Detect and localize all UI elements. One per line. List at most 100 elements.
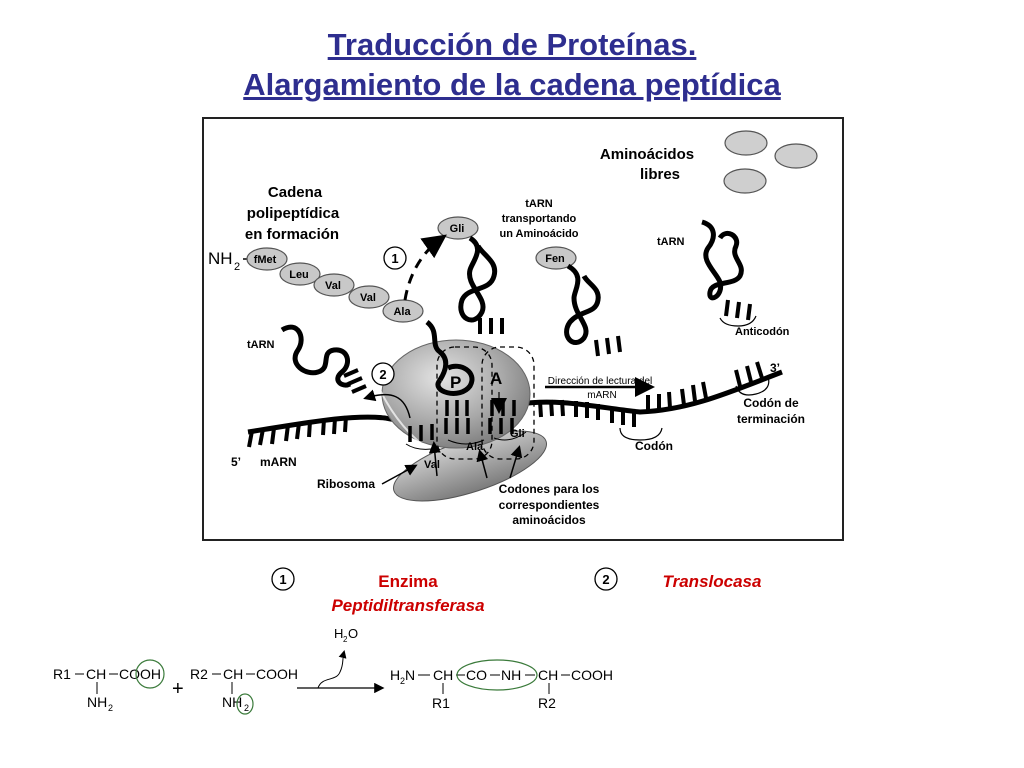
trna-fen: [564, 263, 601, 345]
chain-val-2: Val: [360, 292, 376, 304]
gli-amino-acid: [437, 216, 479, 240]
rx-r2-b: R2: [538, 695, 556, 711]
rx-water-arrow: [317, 650, 347, 689]
polypeptide-label-2: polipeptídica: [247, 205, 340, 222]
polypeptide-label-3: en formación: [245, 226, 339, 243]
rx-h2n-sub: 2: [400, 676, 405, 686]
nh2-label: NH: [208, 249, 233, 268]
step1-arrow: [403, 234, 447, 301]
rx-nh-sub-1: 2: [108, 703, 113, 713]
enzyme-word: Enzima: [378, 572, 438, 591]
codon-label: Codón: [635, 439, 673, 453]
trna-gli: [458, 235, 498, 323]
trna-p-site: [425, 320, 449, 382]
enzyme2-badge: [594, 567, 618, 591]
rx-water-h: H: [334, 626, 343, 641]
ribosome-gli: Gli: [510, 428, 525, 440]
chain-fmet: fMet: [254, 254, 277, 266]
rx-nh-1: NH: [87, 694, 107, 710]
fen-amino-acid: [535, 246, 577, 270]
chain-residue: [348, 285, 390, 309]
enzyme1-number: 1: [279, 572, 286, 587]
free-aa-label-2: libres: [640, 166, 680, 183]
enzyme2-number: 2: [602, 572, 609, 587]
rx-cooh-2: COOH: [256, 666, 298, 682]
chain-residue: [382, 299, 424, 323]
rx-cooh-1: COOH: [119, 666, 161, 682]
codons-label-2: correspondientes: [499, 498, 600, 512]
anticodon-label: Anticodón: [735, 326, 790, 338]
chain-residue: [279, 262, 321, 286]
enzyme-name: Peptidiltransferasa: [331, 596, 484, 615]
title-line-1: Traducción de Proteínas.: [327, 27, 697, 62]
trna-carrying-label-1: tARN: [525, 198, 553, 210]
gli-label: Gli: [450, 223, 465, 235]
trna-carrying-label-2: transportando: [502, 213, 577, 225]
a-site-box: [481, 346, 535, 460]
chain-residue: [313, 273, 355, 297]
translocase-label: Translocasa: [663, 572, 762, 591]
fen-label: Fen: [545, 253, 565, 265]
nh2-subscript: 2: [234, 261, 240, 273]
reaction-equation: R1 CH COOH NH 2 + R2 CH COOH NH 2 H 2 O …: [53, 626, 613, 715]
ribosome-val: Val: [424, 459, 440, 471]
codons-label-1: Codones para los: [499, 482, 600, 496]
trna-label-right: tARN: [657, 236, 685, 248]
rx-r1-b: R1: [432, 695, 450, 711]
step2-badge: [371, 362, 395, 386]
chain-residue: [246, 247, 288, 271]
stop-codon-label-1: Codón de: [743, 396, 799, 410]
rx-water-o: O: [348, 626, 358, 641]
mrna-bases: [247, 361, 764, 448]
chain-leu: Leu: [289, 269, 309, 281]
trna-label-left: tARN: [247, 339, 275, 351]
step2-number: 2: [379, 367, 386, 382]
free-amino-acids: [723, 130, 818, 194]
step1-number: 1: [391, 251, 398, 266]
mrna-label: mARN: [260, 455, 297, 469]
rx-water-sub: 2: [343, 635, 348, 644]
reading-direction-label-2: mARN: [587, 390, 616, 401]
codon-bracket: [619, 427, 663, 441]
chain-val-1: Val: [325, 280, 341, 292]
stop-codon-bracket: [735, 375, 770, 396]
enzyme1-badge: [271, 567, 295, 591]
ribosome-label: Ribosoma: [317, 477, 375, 491]
stop-codon-label-2: terminación: [737, 412, 805, 426]
a-site-label: A: [490, 369, 502, 388]
amino-acid-ellipse: [774, 143, 818, 169]
p-site-label: P: [450, 373, 461, 392]
trna-carrying-label-3: un Aminoácido: [499, 228, 578, 240]
rx-cooh-circle: [135, 659, 165, 689]
chain-ala: Ala: [393, 306, 411, 318]
codons-label-3: aminoácidos: [512, 513, 586, 527]
trna-exiting: [280, 324, 352, 388]
rx-r2: R2: [190, 666, 208, 682]
rx-h2n-h: H: [390, 667, 400, 683]
rx-co: CO: [466, 667, 487, 683]
rx-ch-2: CH: [223, 666, 243, 682]
title-line-2: Alargamiento de la cadena peptídica: [243, 67, 781, 102]
rx-nh-sub-2: 2: [244, 703, 249, 713]
rx-peptide-bond-circle: [456, 659, 538, 691]
amino-acid-ellipse: [723, 168, 767, 194]
three-prime-label: 3’: [770, 361, 780, 375]
rx-ch-4: CH: [538, 667, 558, 683]
five-prime-label: 5’: [231, 455, 241, 469]
rx-plus: +: [172, 678, 184, 700]
polypeptide-chain: [246, 247, 424, 323]
trna-free: [701, 219, 744, 301]
rx-r1: R1: [53, 666, 71, 682]
rx-ch-1: CH: [86, 666, 106, 682]
rx-ch-3: CH: [433, 667, 453, 683]
diagram-frame: [202, 117, 844, 541]
rx-h2n-n: N: [405, 667, 415, 683]
step2-arrow: [363, 389, 411, 419]
rx-h-circle: [236, 693, 254, 715]
free-aa-label-1: Aminoácidos: [600, 146, 694, 163]
reading-direction-label-1: Dirección de lectura del: [548, 376, 653, 387]
polypeptide-label-1: Cadena: [268, 184, 323, 201]
rx-cooh-3: COOH: [571, 667, 613, 683]
amino-acid-ellipse: [724, 130, 768, 156]
